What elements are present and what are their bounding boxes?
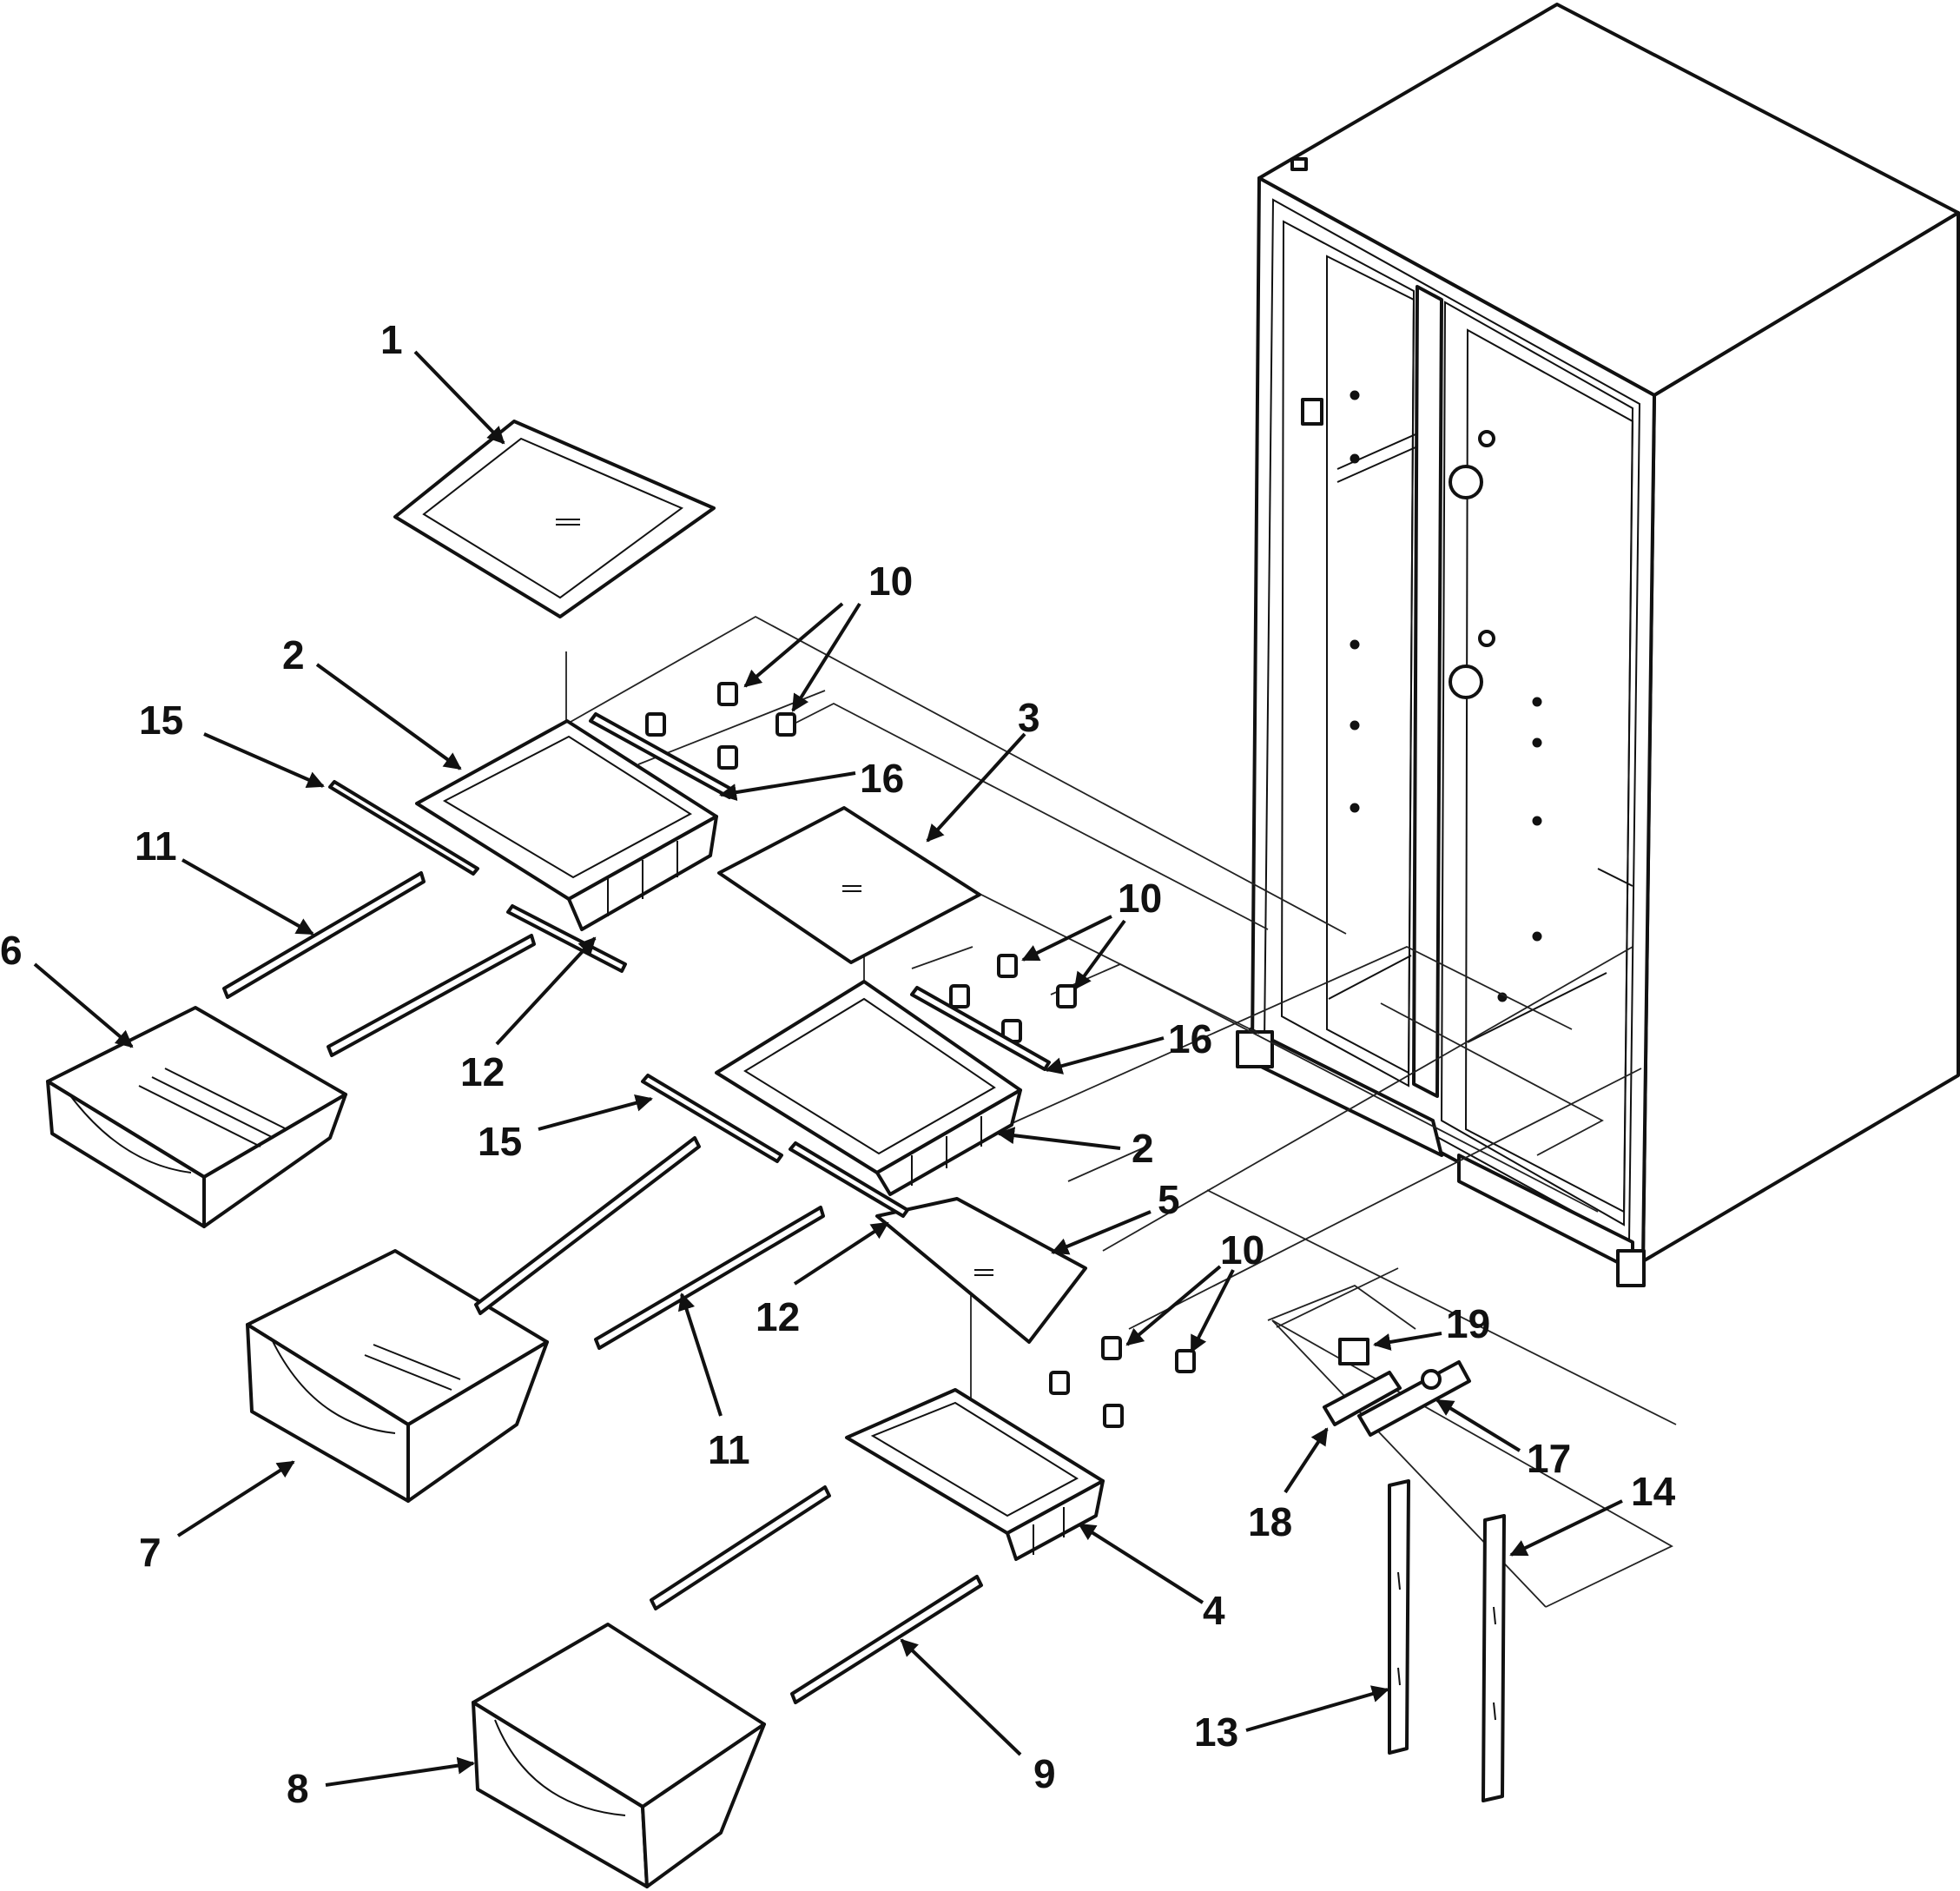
callout-3: 3 [926,695,1040,843]
svg-text:17: 17 [1527,1436,1571,1481]
callout-11-upper: 11 [135,823,314,936]
callout-10-upper: 10 [743,559,913,712]
part-8-crisper-pan [472,1623,766,1888]
svg-text:11: 11 [708,1427,750,1472]
callout-7: 7 [139,1460,295,1575]
svg-text:10: 10 [868,559,913,604]
refrigerator-cabinet [1236,3,1960,1287]
part-7-crisper-pan [246,1249,549,1503]
callout-1: 1 [380,317,505,445]
rails [222,780,983,1704]
callout-18: 18 [1248,1427,1329,1544]
svg-text:13: 13 [1194,1709,1238,1755]
callout-10-lower: 10 [1125,1227,1264,1353]
callout-11-lower: 11 [677,1293,750,1472]
part-4-drawer-bottom [845,1388,1105,1561]
callout-5: 5 [1051,1177,1180,1255]
part-6-crisper-pan [46,1006,347,1228]
svg-text:18: 18 [1248,1499,1292,1544]
svg-text:11: 11 [135,823,177,869]
callout-15-lower: 15 [478,1094,653,1164]
svg-text:16: 16 [860,756,904,801]
part-5-glass-insert [875,1197,1087,1344]
callout-12-lower: 12 [756,1221,889,1339]
callout-4: 4 [1078,1523,1225,1633]
svg-text:15: 15 [139,698,183,743]
callout-8: 8 [287,1756,475,1811]
parts-13-14-trim-strips [1388,1479,1506,1802]
callout-2-upper: 2 [282,632,462,770]
svg-text:10: 10 [1118,876,1162,921]
callout-16-upper: 16 [719,756,904,802]
callout-14: 14 [1509,1469,1676,1557]
callout-13: 13 [1194,1685,1389,1755]
part-1-shelf [393,420,716,618]
callout-2-middle: 2 [997,1126,1154,1171]
svg-text:3: 3 [1018,695,1040,740]
svg-text:7: 7 [139,1530,162,1575]
callout-9: 9 [900,1638,1056,1796]
part-2-drawer-upper [415,719,718,931]
svg-text:4: 4 [1203,1588,1225,1633]
svg-text:1: 1 [380,317,403,362]
callout-12-upper: 12 [460,936,597,1094]
parts-17-18-19-hinge [1323,1338,1471,1437]
callout-19: 19 [1373,1301,1490,1351]
svg-text:15: 15 [478,1119,522,1164]
svg-text:19: 19 [1446,1301,1490,1346]
svg-text:5: 5 [1158,1177,1180,1222]
callout-15-upper: 15 [139,698,325,788]
svg-text:6: 6 [0,928,23,973]
svg-text:2: 2 [1132,1126,1154,1171]
part-3-glass-insert [717,806,981,964]
svg-text:2: 2 [282,632,305,678]
callouts: 1 2 2 3 4 5 6 7 [0,317,1676,1811]
svg-text:12: 12 [460,1049,505,1094]
svg-text:16: 16 [1168,1016,1212,1061]
svg-text:8: 8 [287,1766,309,1811]
svg-text:10: 10 [1220,1227,1264,1273]
callout-10-middle: 10 [1021,876,1162,990]
svg-text:9: 9 [1033,1751,1056,1796]
callout-6: 6 [0,928,134,1048]
callout-17: 17 [1435,1398,1571,1481]
svg-text:14: 14 [1631,1469,1676,1514]
svg-text:12: 12 [756,1294,800,1339]
callout-16-middle: 16 [1045,1016,1212,1074]
part-2-drawer-middle [715,980,1022,1196]
